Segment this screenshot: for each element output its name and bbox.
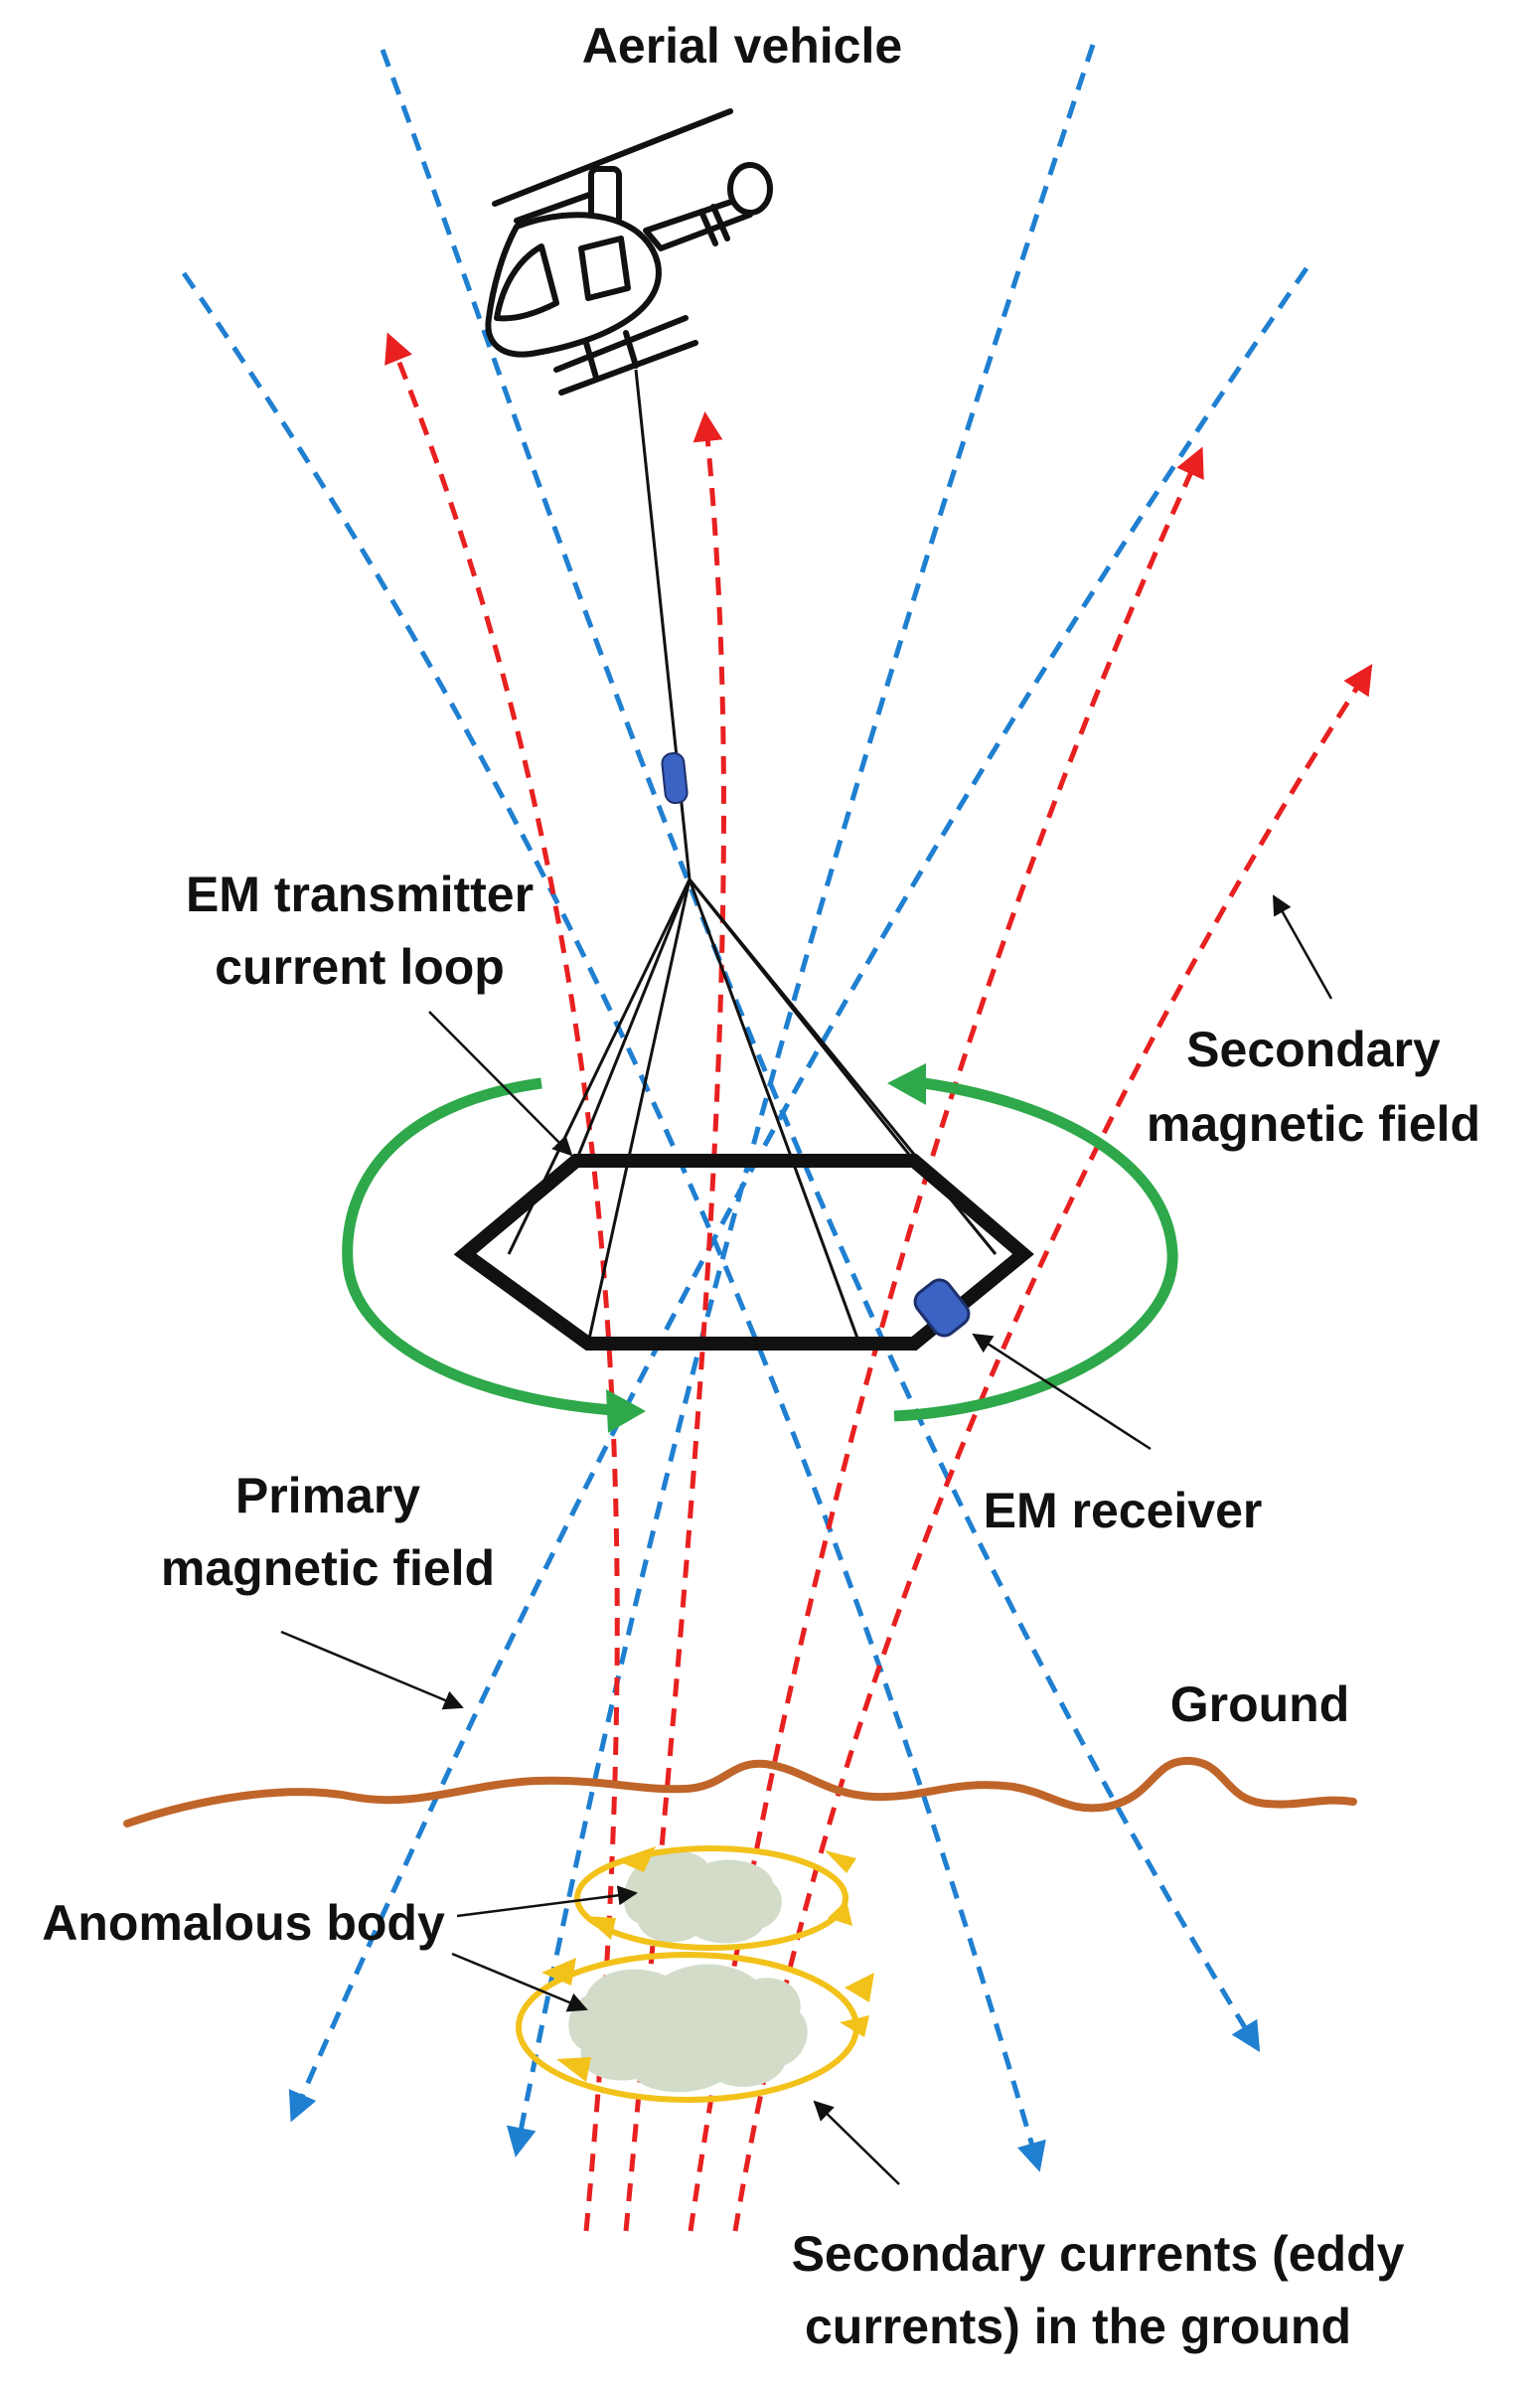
label-secondary-currents-line2: currents) in the ground: [805, 2299, 1351, 2354]
leader-anomalous-lower: [451, 1952, 588, 2012]
label-secondary-field-line1: Secondary: [1186, 1022, 1441, 1077]
loop-current-arrowheads: [606, 1063, 926, 1433]
primary-field-lines: [181, 44, 1309, 2172]
eddy-arrowheads: [541, 1846, 874, 2082]
anomalous-bodies: [568, 1849, 808, 2093]
yellow-arrowhead-icon: [556, 2057, 591, 2082]
loop-current-arrow: [342, 1077, 1178, 1422]
secondary-field-line: [385, 332, 620, 2232]
leader-anomalous-upper: [456, 1885, 638, 1918]
leader-primary-field: [280, 1630, 464, 1710]
yellow-arrowhead-icon: [541, 1958, 576, 1986]
label-anomalous-body: Anomalous body: [42, 1895, 445, 1951]
yellow-arrowhead-icon: [584, 1916, 616, 1940]
receiver-icon: [913, 1278, 971, 1338]
helicopter-icon: [485, 108, 773, 396]
ground-line: [123, 1756, 1357, 1828]
primary-field-line: [181, 271, 1046, 2172]
eddy-current-upper: [574, 1845, 848, 1951]
leader-arrows: [280, 894, 1333, 2185]
yellow-arrowhead-icon: [825, 1850, 856, 1873]
labels: Aerial vehicle EM transmitter current lo…: [42, 18, 1480, 2354]
secondary-field-line: [688, 446, 1204, 2232]
transmitter-loop: [453, 1154, 1034, 1351]
leader-receiver: [972, 1333, 1152, 1451]
label-em-transmitter-line2: current loop: [215, 939, 505, 995]
label-primary-field-line1: Primary: [235, 1468, 420, 1523]
primary-field-line: [506, 44, 1096, 2157]
leader-transmitter: [428, 1011, 573, 1157]
secondary-field-line: [623, 411, 726, 2232]
label-secondary-currents-line1: Secondary currents (eddy: [792, 2226, 1405, 2282]
label-secondary-field-line2: magnetic field: [1147, 1096, 1480, 1152]
label-em-receiver: EM receiver: [984, 1483, 1263, 1538]
label-ground: Ground: [1170, 1676, 1350, 1732]
yellow-arrowhead-icon: [616, 1846, 656, 1872]
yellow-arrowhead-icon: [828, 1900, 852, 1926]
label-em-transmitter-line1: EM transmitter: [186, 867, 534, 922]
tow-bird-icon: [661, 751, 689, 805]
label-primary-field-line2: magnetic field: [161, 1540, 495, 1596]
secondary-field-line: [732, 663, 1373, 2232]
leader-secondary-field: [1272, 894, 1333, 1000]
tow-cable: [634, 369, 692, 880]
label-aerial-vehicle: Aerial vehicle: [582, 18, 902, 74]
primary-field-line: [288, 266, 1309, 2123]
leader-eddy: [813, 2100, 900, 2185]
primary-field-line: [380, 49, 1261, 2053]
anomalous-body-lower: [568, 1964, 808, 2093]
green-arrowhead-icon: [887, 1063, 926, 1105]
yellow-arrowhead-icon: [845, 1973, 874, 2002]
green-arrowhead-icon: [606, 1389, 646, 1433]
anomalous-body-upper: [623, 1849, 782, 1944]
yellow-arrowhead-icon: [840, 2015, 869, 2037]
secondary-field-lines: [385, 332, 1373, 2232]
